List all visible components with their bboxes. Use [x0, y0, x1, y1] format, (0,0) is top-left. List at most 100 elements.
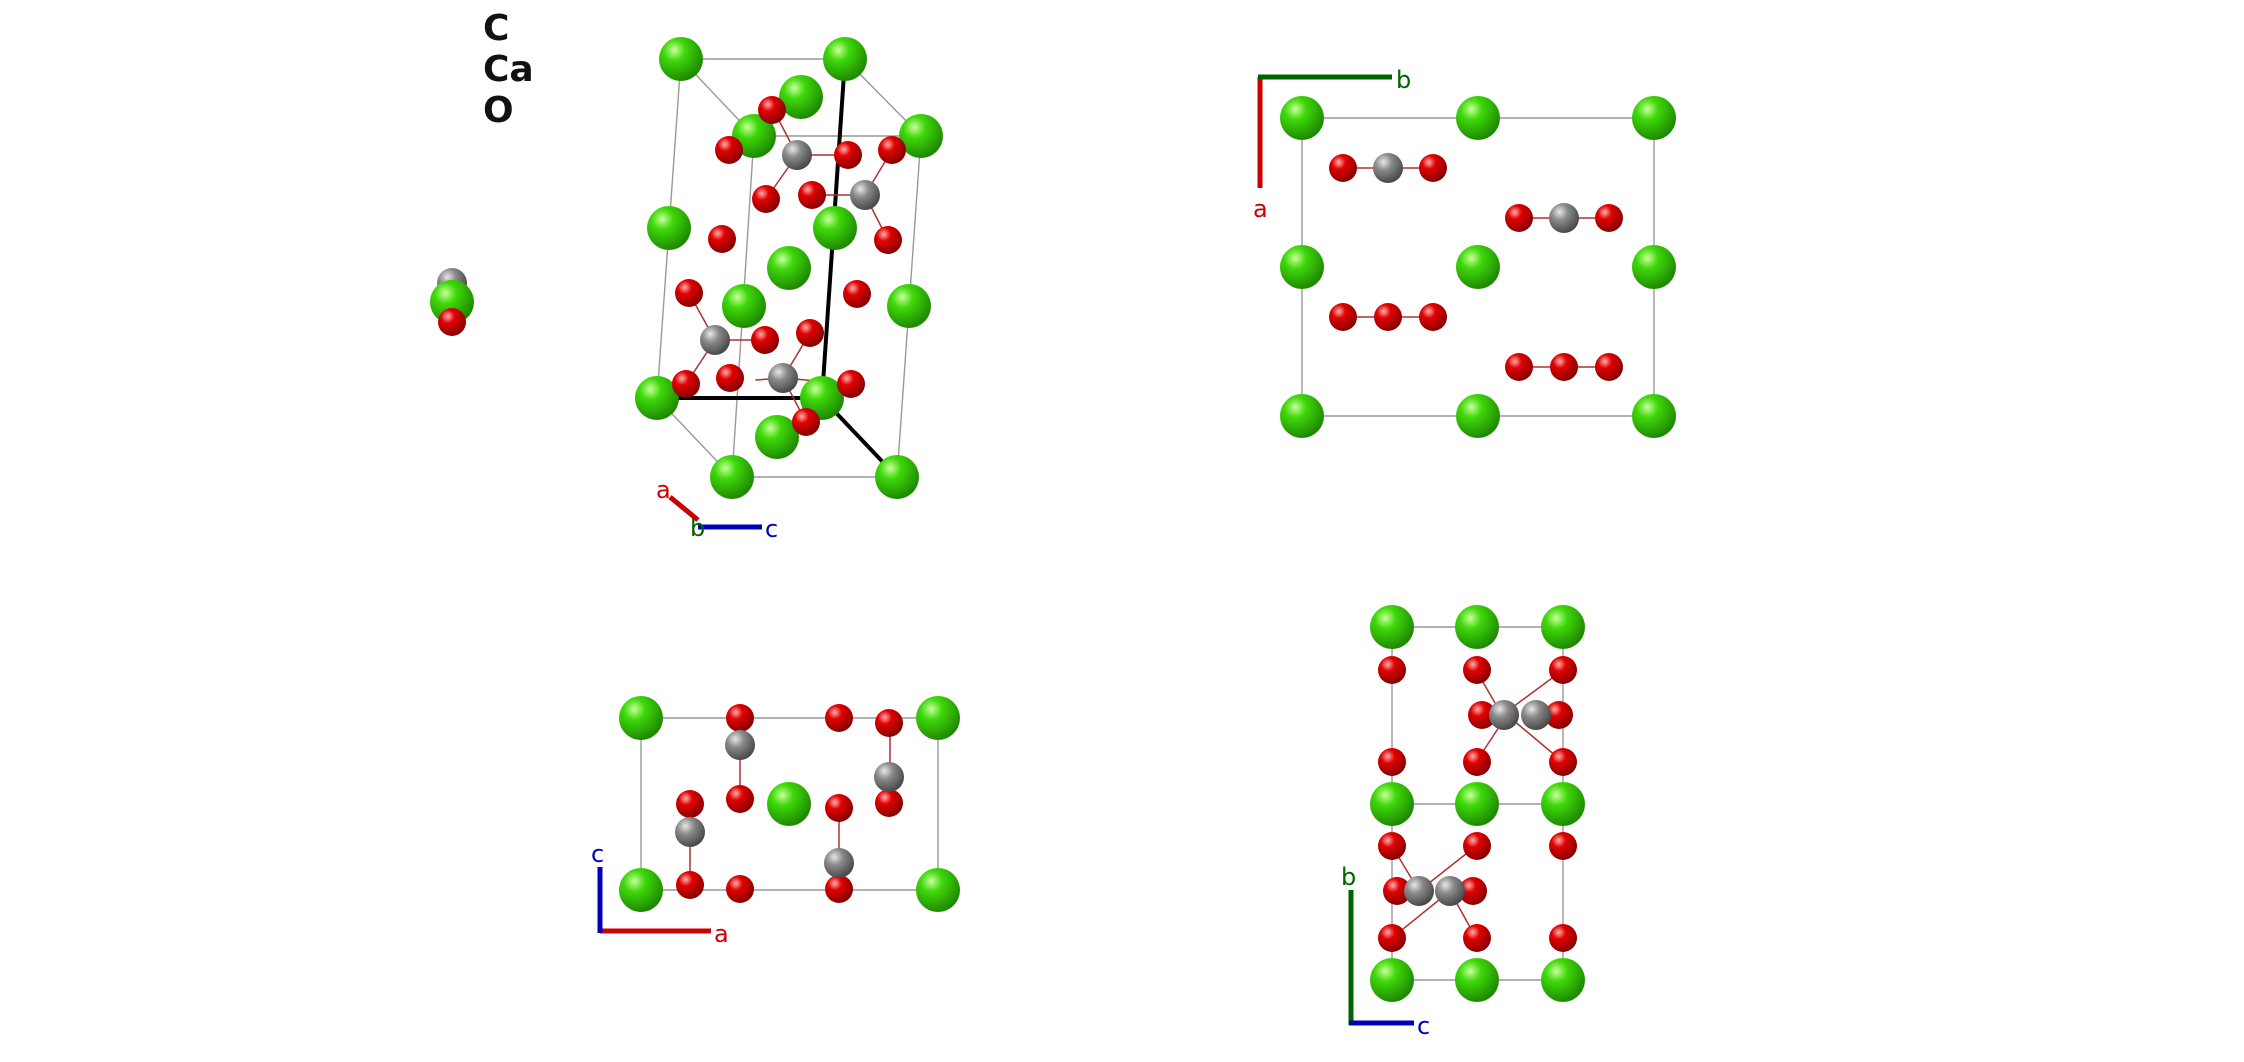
atom-o — [726, 785, 754, 813]
axis-label-c: c — [1417, 1012, 1430, 1040]
atom-ca — [1370, 605, 1414, 649]
atom-ca — [619, 868, 663, 912]
atom-ca — [916, 696, 960, 740]
atom-ca — [899, 114, 943, 158]
atom-o — [1419, 303, 1447, 331]
atom-ca — [887, 284, 931, 328]
atom-ca — [767, 782, 811, 826]
atom-o — [843, 280, 871, 308]
atom-o — [752, 185, 780, 213]
atom-o — [1378, 748, 1406, 776]
atom-ca — [1541, 605, 1585, 649]
atom-ca — [722, 284, 766, 328]
atom-ca — [1370, 782, 1414, 826]
legend-item-o: O — [483, 90, 514, 131]
axis-label-a: a — [714, 920, 729, 948]
atom-ca — [1280, 245, 1324, 289]
atom-ca — [1456, 96, 1500, 140]
atom-ca — [732, 114, 776, 158]
atom-ca — [1541, 958, 1585, 1002]
atom-o — [676, 871, 704, 899]
atom-o — [1550, 353, 1578, 381]
atom-c — [1373, 153, 1403, 183]
atom-o — [792, 408, 820, 436]
atom-c — [725, 730, 755, 760]
atom-ca — [1280, 96, 1324, 140]
axis-label-b: b — [690, 514, 705, 542]
atom-c — [675, 817, 705, 847]
atom-o — [1329, 303, 1357, 331]
atom-ca — [1456, 394, 1500, 438]
atom-o — [1463, 832, 1491, 860]
atom-c — [824, 848, 854, 878]
atom-o — [1595, 204, 1623, 232]
atom-o — [875, 709, 903, 737]
atoms — [430, 37, 1676, 1002]
atom-o — [438, 308, 466, 336]
atom-ca — [813, 206, 857, 250]
atom-o — [1549, 656, 1577, 684]
atom-ca — [710, 455, 754, 499]
atom-c — [782, 140, 812, 170]
atom-o — [1545, 701, 1573, 729]
atom-o — [874, 226, 902, 254]
atom-ca — [647, 206, 691, 250]
atom-c — [1549, 203, 1579, 233]
atom-c — [1521, 700, 1551, 730]
atom-o — [758, 96, 786, 124]
atom-o — [1463, 748, 1491, 776]
atom-ca — [823, 37, 867, 81]
atom-o — [1505, 204, 1533, 232]
axis-line-a — [668, 495, 700, 522]
axis-label-c: c — [591, 840, 604, 868]
atom-o — [726, 704, 754, 732]
atom-c — [1435, 876, 1465, 906]
atom-c — [1489, 700, 1519, 730]
atom-o — [837, 370, 865, 398]
atom-o — [834, 141, 862, 169]
atom-ca — [635, 376, 679, 420]
atom-c — [850, 180, 880, 210]
atom-o — [1378, 656, 1406, 684]
atom-o — [716, 364, 744, 392]
atom-ca — [1632, 96, 1676, 140]
axis-label-c: c — [765, 515, 778, 543]
atom-o — [1378, 832, 1406, 860]
atom-o — [715, 136, 743, 164]
atom-o — [1463, 656, 1491, 684]
atom-c — [874, 762, 904, 792]
axis-label-b: b — [1396, 66, 1411, 94]
atom-o — [1549, 748, 1577, 776]
atom-o — [1374, 303, 1402, 331]
element-legend: C Ca O — [483, 8, 534, 131]
atom-ca — [1455, 782, 1499, 826]
atom-ca — [779, 75, 823, 119]
atom-ca — [755, 415, 799, 459]
atom-ca — [619, 696, 663, 740]
atom-ca — [916, 868, 960, 912]
atom-ca — [1280, 394, 1324, 438]
atom-ca — [659, 37, 703, 81]
axis-label-a: a — [656, 476, 671, 504]
atom-o — [1459, 877, 1487, 905]
atom-c — [700, 325, 730, 355]
atom-o — [1595, 353, 1623, 381]
legend-item-ca: Ca — [483, 49, 534, 90]
atom-o — [708, 225, 736, 253]
atom-ca — [1370, 958, 1414, 1002]
axis-label-b: b — [1341, 863, 1356, 891]
atom-o — [1383, 877, 1411, 905]
axis-label-a: a — [1253, 195, 1268, 223]
atom-o — [1505, 353, 1533, 381]
atom-o — [1549, 832, 1577, 860]
atom-ca — [430, 280, 474, 324]
atom-ca — [1632, 394, 1676, 438]
atom-o — [726, 875, 754, 903]
atom-ca — [875, 455, 919, 499]
atom-c — [768, 363, 798, 393]
legend-item-c: C — [483, 8, 510, 49]
atom-ca — [1456, 245, 1500, 289]
atom-o — [798, 181, 826, 209]
atom-o — [1549, 924, 1577, 952]
